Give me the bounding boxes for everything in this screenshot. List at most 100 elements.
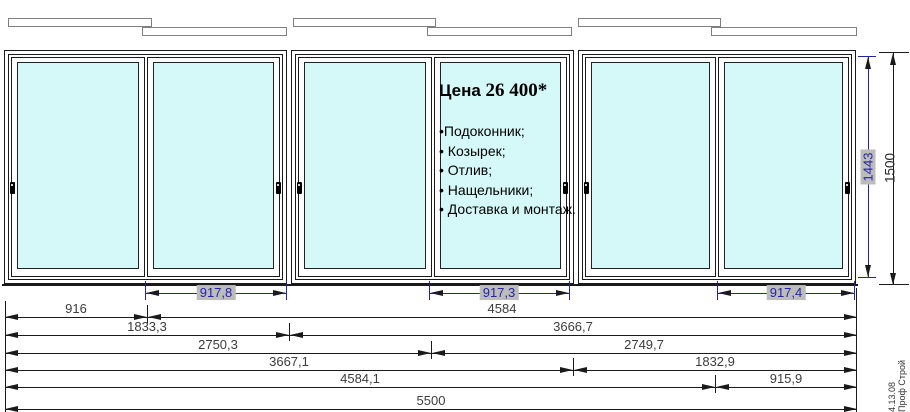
dim-arrow	[890, 53, 896, 65]
sash-left	[11, 57, 145, 277]
dim-arrow	[5, 350, 18, 356]
glass-pane	[304, 62, 426, 269]
dim-extension-line	[145, 281, 146, 300]
dim-label: 1443	[860, 149, 876, 185]
dim-label: 917,4	[766, 285, 806, 301]
dim-label: 4584	[487, 301, 517, 316]
dim-extension-line	[858, 277, 876, 278]
dim-arrow	[841, 290, 854, 296]
dim-arrow	[844, 314, 857, 320]
dim-arrow	[432, 350, 445, 356]
dim-arrow	[5, 332, 18, 338]
dim-label: 4584,1	[340, 371, 380, 386]
dim-arrow	[844, 367, 857, 373]
dim-arrow	[865, 57, 871, 69]
dim-arrow	[290, 332, 303, 338]
window-unit-1	[4, 50, 287, 284]
dim-junction-tick	[289, 323, 290, 341]
dim-line	[5, 409, 857, 410]
handle-icon	[563, 182, 568, 194]
footer-note: 4.13.08 Проф Строй	[887, 350, 907, 412]
dim-arrow	[865, 265, 871, 277]
dim-arrow	[418, 350, 431, 356]
dim-line	[5, 335, 857, 336]
dim-arrow	[844, 350, 857, 356]
dim-label: 1833,3	[127, 319, 167, 334]
dim-extension-line	[429, 281, 430, 300]
plan-sash-rect	[142, 27, 287, 36]
dim-label: 3666,7	[553, 319, 593, 334]
dim-label: 2750,3	[198, 337, 238, 352]
sash-left	[585, 57, 716, 277]
handle-icon	[845, 182, 850, 194]
dim-arrow	[148, 314, 161, 320]
window-unit-2	[291, 50, 574, 284]
company-name: Проф Строй	[897, 359, 907, 412]
doc-code: 4.13.08	[887, 381, 897, 412]
dim-arrow	[5, 314, 18, 320]
sash-right	[433, 57, 567, 277]
dim-junction-tick	[715, 375, 716, 393]
dim-arrow	[5, 384, 18, 390]
dim-arrow	[5, 406, 18, 412]
dim-extension-line	[858, 56, 876, 57]
dim-arrow	[844, 332, 857, 338]
dim-extension-line	[717, 281, 718, 300]
dim-arrow	[844, 384, 857, 390]
dim-label: 1832,9	[695, 354, 735, 369]
offer-item: • Доставка и монтаж.	[439, 201, 576, 217]
dim-arrow	[716, 384, 729, 390]
dim-label: 5500	[416, 393, 446, 408]
plan-sash-rect	[578, 18, 721, 27]
dim-line	[893, 53, 894, 285]
dim-arrow	[702, 384, 715, 390]
sash-right	[718, 57, 849, 277]
dim-extension-line	[854, 281, 855, 300]
handle-icon	[584, 182, 589, 194]
dim-extension-line	[879, 52, 909, 53]
dim-arrow	[5, 367, 18, 373]
dim-label: 1500	[882, 152, 898, 184]
dim-extension-line	[569, 281, 570, 300]
window-frame	[295, 54, 570, 280]
dim-arrow	[890, 273, 896, 285]
offer-item: •Подоконник;	[439, 123, 525, 139]
dim-line	[5, 387, 857, 388]
plan-sash-rect	[8, 18, 152, 27]
glass-pane	[152, 62, 274, 269]
sash-left	[298, 57, 432, 277]
plan-sash-rect	[711, 27, 857, 36]
dim-label: 917,3	[479, 285, 519, 301]
window-frame	[582, 54, 852, 280]
dim-junction-tick	[573, 358, 574, 376]
dim-arrow	[556, 290, 569, 296]
offer-block: Цена 26 400* •Подоконник; • Козырек; • О…	[439, 80, 579, 220]
handle-icon	[297, 182, 302, 194]
offer-item: • Отлив;	[439, 162, 493, 178]
plan-sash-rect	[293, 18, 436, 27]
dim-arrow	[273, 290, 286, 296]
dim-junction-tick	[431, 341, 432, 359]
offer-item: • Козырек;	[439, 142, 506, 159]
dim-arrow	[430, 290, 443, 296]
dim-arrow	[844, 406, 857, 412]
dim-line	[5, 370, 857, 371]
plan-sash-rect	[427, 27, 572, 36]
sash-right	[146, 57, 280, 277]
window-frame	[8, 54, 283, 280]
dim-arrow	[718, 290, 731, 296]
glass-pane	[724, 62, 843, 269]
offer-item: • Нащельники;	[439, 181, 534, 198]
dim-label: 917,8	[196, 285, 236, 301]
window-unit-3	[578, 50, 856, 284]
dim-label: 2749,7	[624, 337, 664, 352]
dim-extension-line	[286, 281, 287, 300]
glass-pane	[439, 62, 561, 269]
handle-icon	[276, 182, 281, 194]
dim-label: 916	[65, 301, 87, 316]
dim-label: 3667,1	[269, 354, 309, 369]
dim-arrow	[560, 367, 573, 373]
dim-arrow	[574, 367, 587, 373]
sill-line	[2, 284, 858, 286]
